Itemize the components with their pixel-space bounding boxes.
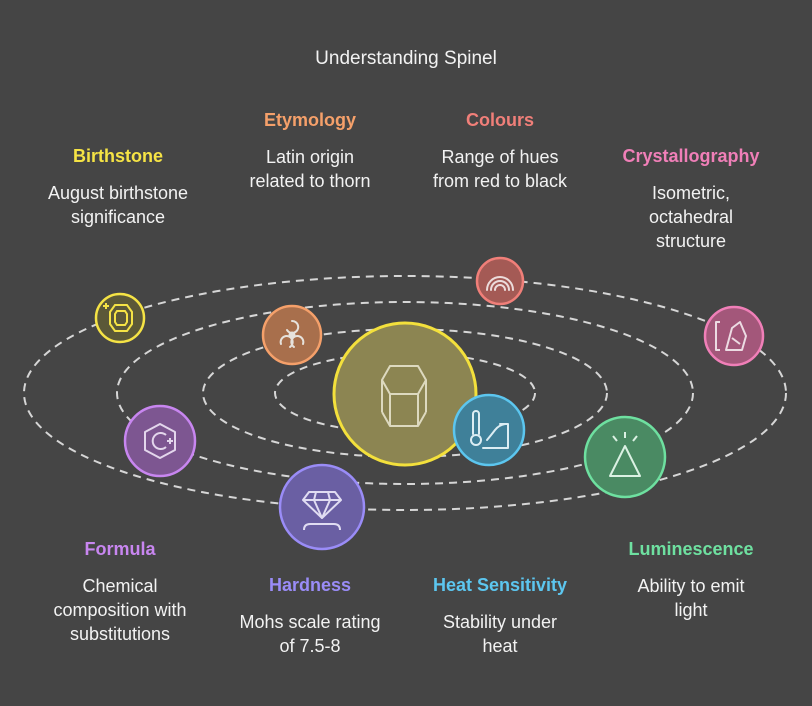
center-node [332, 321, 478, 467]
gem-sparkle-icon [103, 303, 133, 332]
node-crystallography [703, 305, 765, 367]
orbit-ring-second [202, 328, 608, 458]
orbit-ring-third [116, 301, 694, 485]
label-colours: Colours [465, 110, 534, 130]
label-etymology: Etymology [263, 110, 356, 130]
node-luminescence [583, 415, 667, 499]
rainbow-icon [486, 276, 514, 291]
label-birthstone: Birthstone [73, 146, 163, 166]
prism-icon [381, 365, 427, 427]
node-formula [123, 404, 197, 478]
crystal-icon [715, 321, 747, 351]
node-colours [475, 256, 525, 306]
center-ring [332, 321, 478, 467]
thermometer-icon [470, 410, 509, 449]
label-heat-sensitivity: Heat Sensitivity [432, 575, 568, 595]
label-crystallography: Crystallography [622, 146, 760, 166]
page-title: Understanding Spinel [315, 48, 497, 69]
node-heat-sensitivity [452, 393, 526, 467]
node-etymology [261, 304, 323, 366]
node-hardness [278, 463, 366, 551]
label-formula: Formula [84, 539, 156, 559]
label-hardness: Hardness [268, 575, 352, 595]
diamond-icon [302, 491, 342, 531]
spiral-icon [279, 319, 305, 348]
label-luminescence: Luminescence [628, 539, 754, 559]
orbit-ring-outer [23, 275, 787, 511]
node-birthstone [94, 292, 146, 344]
light-prism-icon [609, 432, 641, 477]
formula-icon [144, 423, 176, 459]
